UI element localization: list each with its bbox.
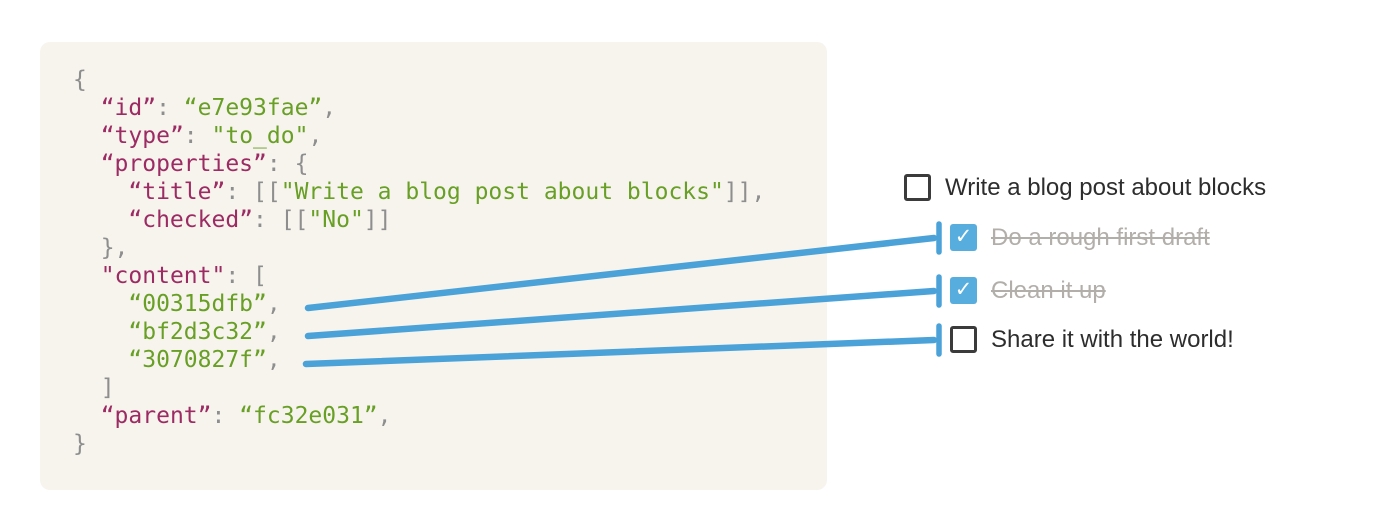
todo-item-label: Write a blog post about blocks [945,173,1267,201]
todo-item-label: Clean it up [991,276,1106,304]
code-line: } [73,431,87,457]
code-line: “properties”: { [100,151,309,177]
code-line: { [73,67,87,93]
code-line: “checked”: [["No"]] [128,207,392,233]
checkbox-unchecked[interactable] [904,174,931,201]
code-line: “id”: “e7e93fae”, [100,95,337,121]
code-line: “parent”: “fc32e031”, [100,403,392,429]
checkmark-icon: ✓ [954,224,973,248]
code-line: ] [100,375,115,401]
todo-item: ✓ Clean it up [950,277,1106,304]
code-line: "content": [ [100,263,267,289]
todo-item: ✓ Do a rough first draft [950,224,1210,251]
code-line: }, [100,235,129,261]
todo-item-label: Share it with the world! [991,325,1234,353]
code-line: “3070827f”, [128,347,281,373]
json-code: { “id”: “e7e93fae”, “type”: "to_do", “pr… [73,66,765,458]
checkmark-icon: ✓ [954,277,973,301]
checkbox-checked[interactable]: ✓ [950,224,977,251]
todo-item: Write a blog post about blocks [904,174,1266,201]
code-block: { “id”: “e7e93fae”, “type”: "to_do", “pr… [40,42,827,490]
code-line: “title”: [["Write a blog post about bloc… [128,179,766,205]
todo-item-label: Do a rough first draft [991,223,1210,251]
code-line: “00315dfb”, [128,291,281,317]
code-line: “type”: "to_do", [100,123,323,149]
checkbox-checked[interactable]: ✓ [950,277,977,304]
todo-item: Share it with the world! [950,326,1234,353]
code-line: “bf2d3c32”, [128,319,281,345]
checkbox-unchecked[interactable] [950,326,977,353]
